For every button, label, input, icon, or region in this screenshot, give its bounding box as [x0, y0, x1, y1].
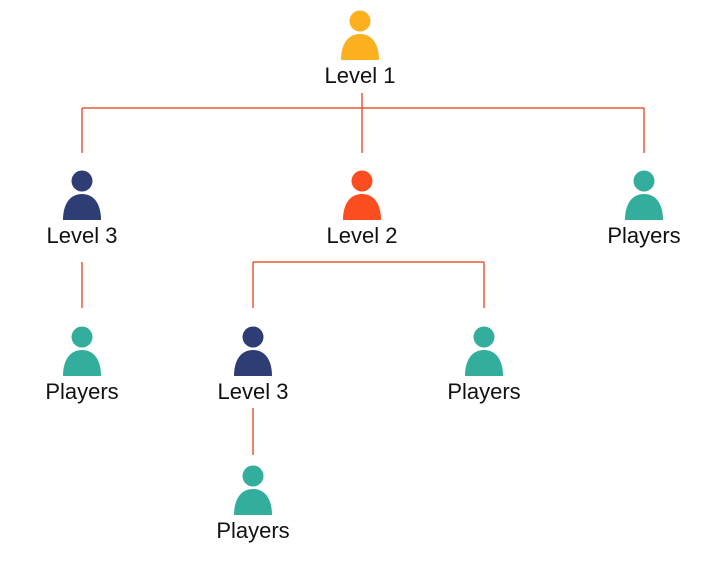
- node-label: Players: [447, 379, 521, 404]
- node-label: Level 1: [324, 63, 396, 88]
- person-icon: [63, 326, 101, 376]
- level-1-node: Level 1: [300, 8, 420, 89]
- right-players-node: Players: [584, 168, 704, 249]
- node-label: Players: [216, 518, 290, 543]
- bottom-players-node: Players: [193, 463, 313, 544]
- node-label: Level 3: [46, 223, 118, 248]
- person-icon: [625, 170, 663, 220]
- left-level-3-node: Level 3: [22, 168, 142, 249]
- node-label: Players: [45, 379, 119, 404]
- node-label: Players: [607, 223, 681, 248]
- node-label: Level 3: [217, 379, 289, 404]
- level-2-node: Level 2: [302, 168, 422, 249]
- person-icon: [341, 10, 379, 60]
- person-icon: [343, 170, 381, 220]
- middle-players-node: Players: [424, 324, 544, 405]
- person-icon: [234, 326, 272, 376]
- left-players-node: Players: [22, 324, 142, 405]
- person-icon: [234, 465, 272, 515]
- person-icon: [465, 326, 503, 376]
- middle-level-3-node: Level 3: [193, 324, 313, 405]
- node-label: Level 2: [326, 223, 398, 248]
- person-icon: [63, 170, 101, 220]
